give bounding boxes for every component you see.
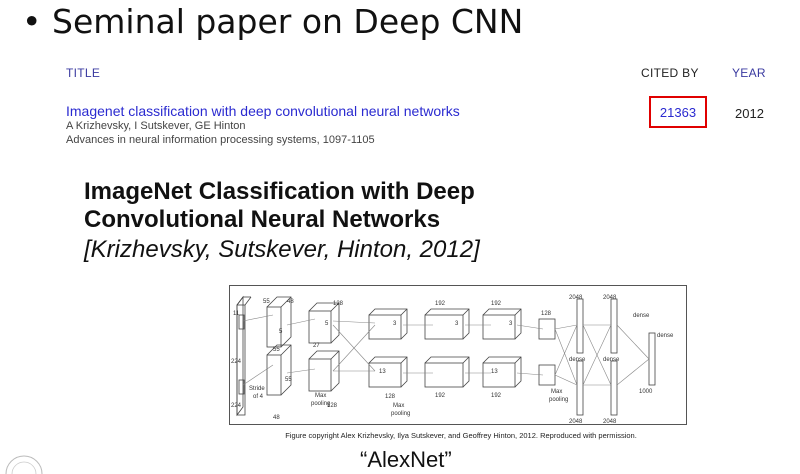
- fig-label-3: 3: [455, 321, 459, 327]
- column-header-cited-by[interactable]: CITED BY: [641, 66, 699, 80]
- fig-label-192: 192: [491, 301, 502, 307]
- bullet-text: Seminal paper on Deep CNN: [52, 2, 524, 41]
- figure-caption: Figure copyright Alex Krizhevsky, Ilya S…: [285, 431, 637, 440]
- fig-label-192: 192: [491, 393, 502, 399]
- fig-label-27: 27: [313, 343, 320, 349]
- paper-venue: Advances in neural information processin…: [66, 134, 375, 146]
- fig-label-128: 128: [333, 301, 344, 307]
- fig-label-2048: 2048: [569, 295, 583, 301]
- fig-label-192: 192: [435, 301, 446, 307]
- fig-label-max: Max: [393, 403, 404, 409]
- bullet-heading: • Seminal paper on Deep CNN: [22, 2, 523, 41]
- fig-label-pooling: pooling: [391, 411, 410, 417]
- column-header-year[interactable]: YEAR: [732, 66, 766, 80]
- fig-label-128: 128: [385, 394, 396, 400]
- model-name: “AlexNet”: [360, 447, 452, 472]
- fig-label-11: 11: [233, 311, 240, 317]
- fig-label-48: 48: [273, 415, 280, 421]
- fig-label-3: 3: [393, 321, 397, 327]
- fig-label-pooling: pooling: [311, 401, 330, 407]
- fig-label-13: 13: [379, 369, 386, 375]
- fig-label-5: 5: [325, 321, 329, 327]
- fig-label-2048: 2048: [569, 419, 583, 425]
- fig-label-48: 48: [287, 299, 294, 305]
- university-logo-icon: [5, 455, 43, 474]
- fig-label-192: 192: [435, 393, 446, 399]
- fig-label-dense: dense: [569, 357, 586, 363]
- fig-label-224: 224: [231, 359, 242, 365]
- paper-heading-line2: Convolutional Neural Networks: [84, 206, 441, 233]
- fig-label-dense: dense: [633, 313, 650, 319]
- paper-authors: A Krizhevsky, I Sutskever, GE Hinton: [66, 120, 246, 132]
- column-header-title[interactable]: TITLE: [66, 66, 101, 80]
- fig-label-max: Max: [315, 393, 326, 399]
- fig-label-pooling: pooling: [549, 397, 568, 403]
- fig-label-dense: dense: [657, 333, 674, 339]
- fig-label-128: 128: [327, 403, 338, 409]
- fig-label-55: 55: [285, 377, 292, 383]
- cited-by-highlight-box: 21363: [649, 96, 707, 128]
- fig-label-55: 55: [273, 347, 280, 353]
- paper-citation: [Krizhevsky, Sutskever, Hinton, 2012]: [84, 236, 480, 263]
- fig-label-of4: of 4: [253, 394, 264, 400]
- cited-by-count-link[interactable]: 21363: [659, 104, 697, 120]
- fig-label-2048: 2048: [603, 295, 617, 301]
- fig-label-dense: dense: [603, 357, 620, 363]
- fig-label-stride: Stride: [249, 386, 265, 392]
- fig-label-3: 3: [509, 321, 513, 327]
- fig-label-5: 5: [279, 329, 283, 335]
- fig-label-max: Max: [551, 389, 562, 395]
- bullet-dot-icon: •: [22, 2, 42, 41]
- fig-label-2048: 2048: [603, 419, 617, 425]
- fig-label-224: 224: [231, 403, 242, 409]
- fig-label-11: 55: [263, 299, 270, 305]
- fig-label-13: 13: [491, 369, 498, 375]
- paper-title-link[interactable]: Imagenet classification with deep convol…: [66, 103, 460, 119]
- paper-year: 2012: [735, 106, 764, 121]
- fig-label-1000: 1000: [639, 389, 653, 395]
- alexnet-architecture-figure: 224 224 11 Stride of 4 5 55 55 48 48 5 2…: [229, 285, 687, 425]
- fig-label-128: 128: [541, 311, 552, 317]
- paper-heading-line1: ImageNet Classification with Deep: [84, 178, 475, 205]
